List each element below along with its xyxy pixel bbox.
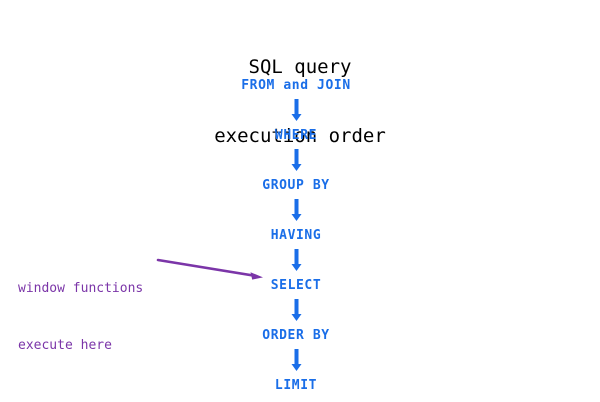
execution-order-flow: FROM and JOIN WHERE GROUP BY HAVING SELE… [146, 78, 446, 394]
flow-arrow-2 [146, 144, 446, 178]
annotation-line-2: execute here [18, 338, 112, 353]
flow-step-select: SELECT [270, 278, 322, 293]
flow-arrow-3 [146, 194, 446, 228]
down-arrow-icon [146, 149, 446, 173]
flow-arrow-4 [146, 244, 446, 278]
flow-step-order-by: ORDER BY [262, 328, 330, 343]
flow-step-limit: LIMIT [274, 378, 318, 393]
down-arrow-icon [146, 99, 446, 123]
flow-arrow-6 [146, 344, 446, 378]
down-arrow-icon [146, 299, 446, 323]
flow-step-group-by: GROUP BY [262, 178, 330, 193]
flow-step-having: HAVING [270, 228, 322, 243]
down-arrow-icon [146, 249, 446, 273]
flow-arrow-5 [146, 294, 446, 328]
annotation-line-1: window functions [18, 281, 144, 296]
page-title: SQL query execution order [0, 10, 600, 194]
flow-step-where: WHERE [274, 128, 318, 143]
flow-arrow-1 [146, 94, 446, 128]
down-arrow-icon [146, 349, 446, 373]
down-arrow-icon [146, 199, 446, 223]
page-title-line-2: execution order [214, 125, 386, 147]
flow-step-from-and-join: FROM and JOIN [241, 78, 351, 93]
window-functions-annotation: window functions execute here [18, 241, 143, 393]
page-title-line-1: SQL query [248, 56, 352, 78]
